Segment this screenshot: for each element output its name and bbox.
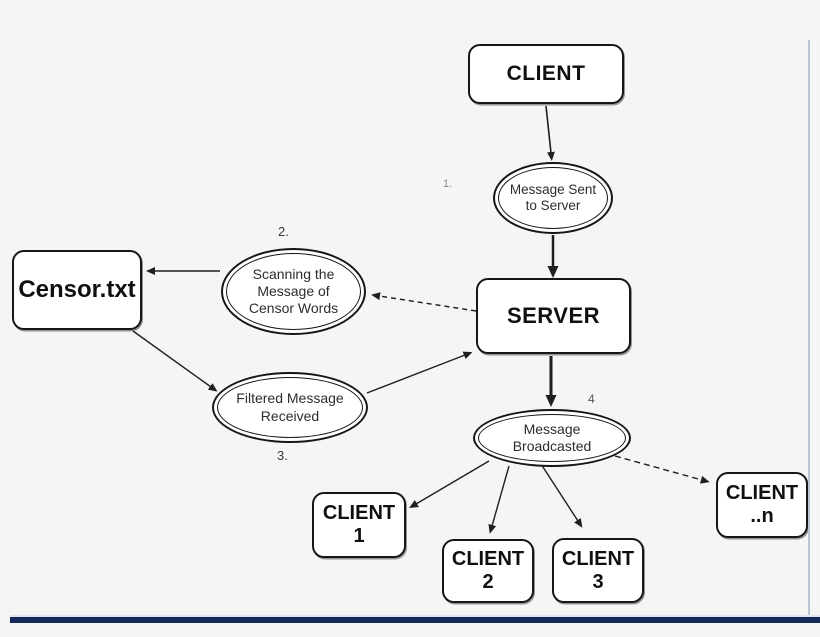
step-label-3: 3.: [277, 448, 288, 463]
edge-censor-file-to-filtered: [132, 330, 218, 392]
edge-filtered-to-server: [366, 351, 473, 394]
node-client-1: CLIENT 1: [312, 492, 406, 558]
client1-line1: CLIENT: [322, 502, 396, 524]
node-client-2: CLIENT 2: [442, 539, 534, 603]
right-edge-rule: [808, 40, 810, 618]
client1-line2: 1: [353, 525, 365, 547]
scanning-line2: Message of: [257, 282, 330, 299]
client2-line1: CLIENT: [451, 548, 525, 570]
node-client-n: CLIENT ..n: [716, 472, 808, 538]
node-censor-file-label: Censor.txt: [18, 276, 136, 304]
edge-broadcast-to-clientn: [614, 455, 710, 484]
step-label-1: 1.: [443, 178, 453, 190]
edge-server-to-scanning: [371, 292, 477, 312]
node-filtered-message-received: Filtered Message Received: [212, 372, 368, 443]
node-message-sent-to-server: Message Sent to Server: [493, 162, 613, 234]
filtered-line1: Filtered Message: [236, 390, 344, 407]
node-client-top-label: CLIENT: [506, 61, 586, 85]
broadcast-line2: Broadcasted: [512, 438, 592, 454]
edge-broadcast-to-client2: [488, 465, 510, 534]
step-label-4: 4: [588, 392, 595, 406]
clientn-line2: ..n: [750, 505, 774, 527]
step-label-2: 2.: [278, 224, 289, 239]
client3-line1: CLIENT: [561, 547, 635, 570]
node-server: SERVER: [476, 278, 631, 354]
client2-line2: 2: [482, 571, 494, 593]
edge-broadcast-to-client1: [409, 460, 490, 509]
edge-broadcast-to-client3: [540, 463, 583, 528]
broadcast-line1: Message: [523, 420, 581, 437]
node-server-label: SERVER: [506, 303, 601, 329]
node-message-broadcasted: Message Broadcasted: [473, 409, 631, 467]
client3-line2: 3: [592, 570, 604, 593]
node-client-3: CLIENT 3: [552, 538, 644, 603]
node-client-top: CLIENT: [468, 44, 624, 104]
scanning-line1: Scanning the: [252, 265, 335, 282]
node-scanning-censor-words: Scanning the Message of Censor Words: [221, 248, 366, 335]
scanning-line3: Censor Words: [248, 300, 339, 317]
node-censor-file: Censor.txt: [12, 250, 142, 330]
message-sent-line2: to Server: [525, 198, 581, 213]
edge-client-to-message-sent: [545, 105, 555, 161]
clientn-line1: CLIENT: [725, 482, 799, 504]
bottom-navy-rule: [10, 617, 820, 623]
filtered-line2: Received: [260, 407, 320, 424]
message-sent-line1: Message Sent: [509, 181, 597, 197]
bottom-highlight-rule: [10, 615, 820, 617]
